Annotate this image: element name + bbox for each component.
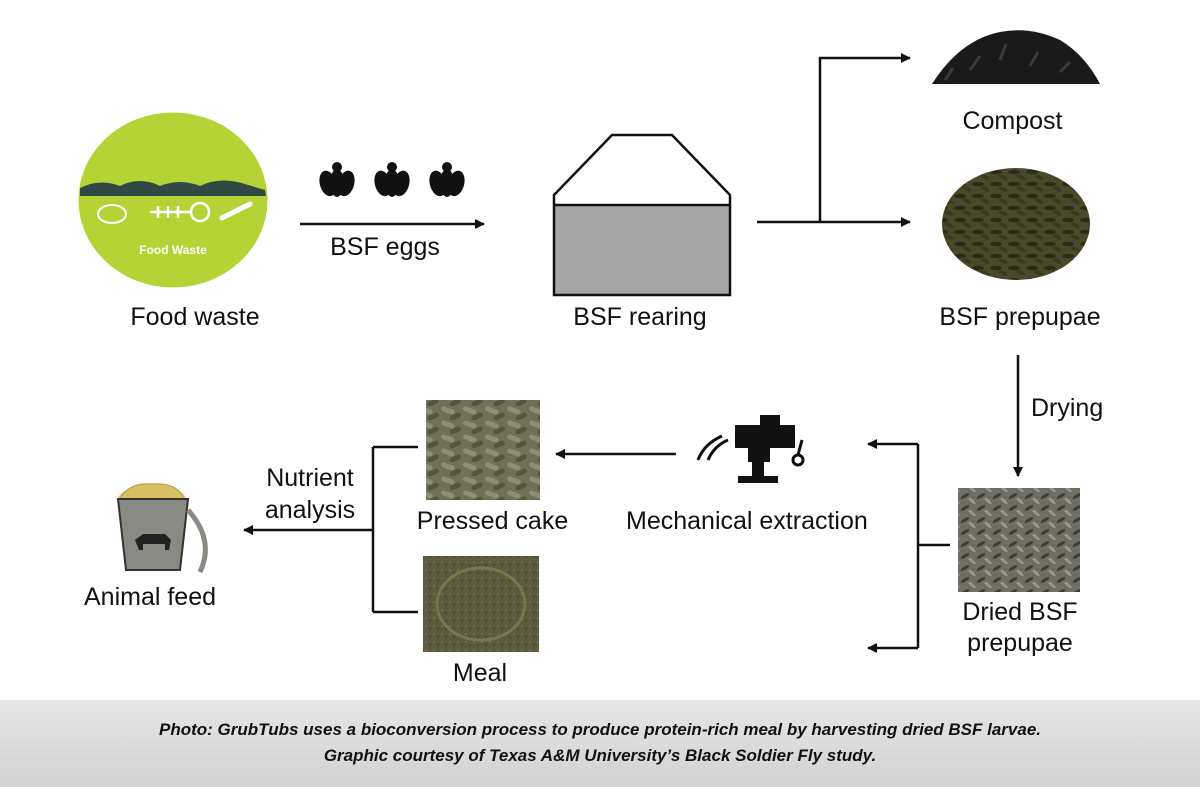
food-waste-badge: Food Waste	[139, 243, 207, 257]
compost-pile-icon	[932, 30, 1100, 84]
analysis-label: analysis	[264, 496, 356, 524]
bsf-prepupae-label: BSF prepupae	[939, 303, 1101, 331]
rearing-bin-icon	[552, 133, 732, 297]
bsf-process-diagram: Food Waste	[73, 30, 1104, 687]
bsf-rearing-label: BSF rearing	[573, 303, 707, 331]
food-waste-icon	[73, 107, 273, 293]
nutrient-label: Nutrient	[266, 464, 354, 492]
caption-bar: Photo: GrubTubs uses a bioconversion pro…	[0, 700, 1200, 787]
meat-grinder-icon	[696, 415, 805, 483]
arrow-rearing-branch	[757, 53, 911, 227]
fly-icon	[319, 162, 465, 197]
diagram-canvas: Food Waste	[73, 30, 1100, 653]
meal-label: Meal	[452, 659, 508, 687]
animal-feed-label: Animal feed	[83, 583, 217, 611]
compost-label: Compost	[962, 107, 1063, 135]
bsf-eggs-label: BSF eggs	[330, 233, 440, 261]
caption-line-1: Photo: GrubTubs uses a bioconversion pro…	[159, 720, 1041, 739]
prepupae-pile-icon	[942, 168, 1090, 280]
caption-line-2: Graphic courtesy of Texas A&M University…	[323, 746, 877, 765]
dried-bsf-label-line2: prepupae	[967, 629, 1073, 657]
dried-prepupae-photo	[958, 488, 1080, 592]
arrow-dried-branch	[867, 439, 950, 653]
pressed-cake-label: Pressed cake	[416, 507, 569, 535]
pressed-cake-photo	[426, 400, 540, 500]
mechanical-extraction-label: Mechanical extraction	[626, 507, 868, 535]
dried-bsf-label-line1: Dried BSF	[962, 598, 1078, 626]
meal-photo	[423, 556, 539, 652]
drying-label: Drying	[1031, 394, 1104, 422]
arrow-to-animal-feed	[243, 445, 418, 614]
feed-bucket-icon	[116, 483, 208, 574]
food-waste-label: Food waste	[130, 303, 260, 331]
